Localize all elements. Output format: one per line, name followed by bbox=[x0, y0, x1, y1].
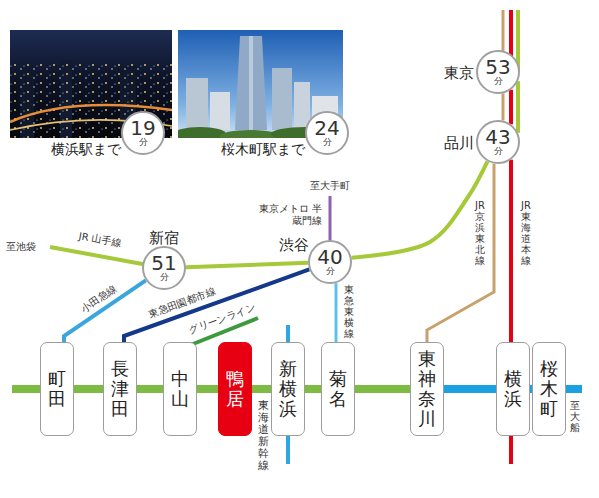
station-name: 横浜 bbox=[504, 369, 522, 409]
rail-connector bbox=[355, 385, 410, 393]
tower-stripe bbox=[249, 36, 253, 130]
time-circle: 桜木町駅まで24分 bbox=[305, 111, 349, 155]
building bbox=[186, 78, 208, 130]
minutes-unit: 分 bbox=[160, 273, 169, 283]
station-name: 横浜駅まで bbox=[51, 141, 121, 158]
station-name: 桜木町 bbox=[540, 359, 558, 418]
line-label: 至大手町 bbox=[310, 180, 350, 192]
rail-connector bbox=[444, 385, 496, 393]
line-label: 至池袋 bbox=[6, 241, 36, 253]
station-name: 鴨居 bbox=[226, 369, 244, 409]
station-name: 品川 bbox=[444, 134, 474, 152]
time-circle: 東京53分 bbox=[476, 50, 520, 94]
line-label: グリーンライン bbox=[187, 301, 257, 336]
night-photo bbox=[10, 30, 172, 138]
station-name: 町田 bbox=[48, 369, 66, 409]
station-name: 東神奈川 bbox=[418, 349, 436, 428]
minutes-number: 19 bbox=[130, 118, 155, 138]
minutes-number: 40 bbox=[317, 247, 342, 267]
station-box: 横浜 bbox=[496, 342, 530, 436]
rail-connector bbox=[197, 385, 218, 393]
station-name: 中山 bbox=[171, 369, 189, 409]
minutes-number: 24 bbox=[314, 118, 339, 138]
rail-connector bbox=[502, 93, 505, 120]
minutes-unit: 分 bbox=[326, 267, 335, 277]
landmark-tower bbox=[235, 36, 267, 130]
day-sky bbox=[178, 30, 343, 138]
line-label: 東京メトロ 半蔵門線 bbox=[258, 203, 322, 227]
rail-connector bbox=[137, 385, 163, 393]
station-name: 桜木町駅まで bbox=[221, 141, 305, 158]
station-box: 新横浜 bbox=[271, 342, 305, 436]
building bbox=[210, 92, 230, 130]
station-name: 新横浜 bbox=[279, 359, 297, 418]
minutes-unit: 分 bbox=[323, 138, 332, 148]
rail-connector bbox=[427, 164, 494, 342]
rail-connector bbox=[335, 283, 338, 342]
station-name: 渋谷 bbox=[279, 236, 309, 254]
station-box: 長津田 bbox=[103, 342, 137, 436]
rail-connector bbox=[516, 81, 520, 133]
rail-connector bbox=[74, 385, 103, 393]
city-photo bbox=[178, 30, 343, 138]
line-name: 東急田園都市線 bbox=[147, 285, 217, 320]
rail-connector bbox=[509, 160, 513, 342]
rail-connector bbox=[186, 263, 308, 267]
station-box: 鴨居 bbox=[218, 342, 252, 436]
minutes-unit: 分 bbox=[494, 147, 503, 157]
line-name: JR東海道本線 bbox=[521, 200, 531, 266]
station-name: 菊名 bbox=[329, 369, 347, 409]
minutes-number: 51 bbox=[151, 253, 176, 273]
city-lights bbox=[10, 62, 172, 138]
rail-connector bbox=[252, 385, 271, 393]
rail-connector bbox=[305, 385, 321, 393]
station-box: 東神奈川 bbox=[410, 342, 444, 436]
time-circle: 渋谷40分 bbox=[308, 240, 352, 284]
trees bbox=[178, 127, 226, 138]
building bbox=[272, 68, 292, 130]
station-name: 東京 bbox=[444, 64, 474, 82]
line-name: 小田急線 bbox=[79, 283, 119, 315]
time-circle: 横浜駅まで19分 bbox=[121, 111, 165, 155]
time-circle: 品川43分 bbox=[476, 120, 520, 164]
rail-connector bbox=[352, 161, 488, 257]
line-name: JR京浜東北線 bbox=[475, 200, 485, 266]
station-box: 中山 bbox=[163, 342, 197, 436]
line-label: 東海道新幹線 bbox=[258, 400, 269, 473]
minutes-unit: 分 bbox=[139, 138, 148, 148]
line-label: JR 山手線 bbox=[78, 230, 123, 249]
station-name: 長津田 bbox=[111, 359, 129, 418]
time-circle: 新宿51分 bbox=[142, 246, 186, 290]
station-box: 桜木町 bbox=[532, 342, 566, 436]
minutes-number: 43 bbox=[485, 127, 510, 147]
station-name: 新宿 bbox=[149, 229, 179, 247]
line-name: 東急東横線 bbox=[344, 284, 354, 339]
minutes-unit: 分 bbox=[494, 77, 503, 87]
rail-connector bbox=[509, 90, 513, 125]
night-sky bbox=[10, 30, 172, 138]
station-box: 町田 bbox=[40, 342, 74, 436]
station-box: 菊名 bbox=[321, 342, 355, 436]
minutes-number: 53 bbox=[485, 57, 510, 77]
line-label: 至大船 bbox=[570, 400, 580, 433]
